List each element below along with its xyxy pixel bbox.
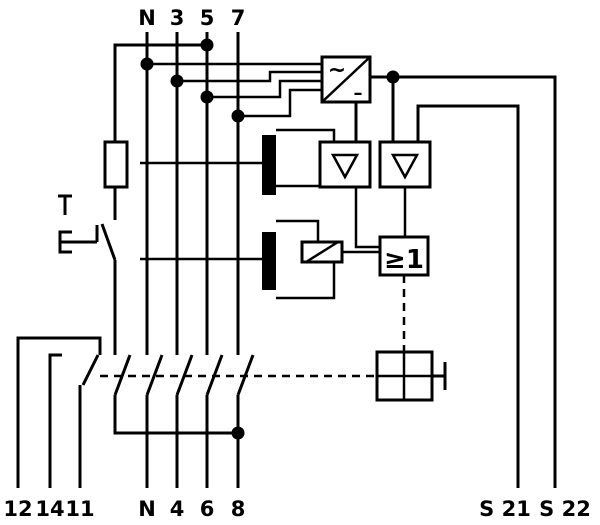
s21-signal-line	[416, 104, 520, 488]
converter-ac-symbol: ~	[328, 58, 346, 83]
terminal-top-3: 3	[170, 6, 185, 30]
terminal-bottom-4: 4	[170, 497, 185, 521]
terminal-bottom-14: 14	[35, 497, 64, 521]
terminal-bottom-s21: S 21	[479, 497, 531, 521]
terminal-top-5: 5	[200, 6, 215, 30]
amplifier-icon	[390, 153, 420, 180]
terminal-bottom-6: 6	[200, 497, 215, 521]
tripping-mechanism-icon	[375, 350, 447, 402]
terminal-bottom-s22: S 22	[539, 497, 591, 521]
amplifier-outputs	[354, 187, 407, 249]
current-transformer-icon	[262, 232, 276, 290]
or-gate: ≥1	[378, 235, 430, 277]
test-button-icon[interactable]	[58, 194, 117, 355]
dc-output-line	[354, 75, 557, 488]
junction-dot	[386, 70, 400, 84]
terminal-bottom-12: 12	[3, 497, 32, 521]
terminal-bottom-11: 11	[65, 497, 94, 521]
test-resistor	[103, 140, 129, 189]
amplifier-2	[378, 140, 432, 189]
terminal-bottom-8: 8	[231, 497, 246, 521]
current-transformer-icon	[262, 135, 276, 195]
junction-dot	[231, 426, 245, 440]
junction-dot	[170, 74, 184, 88]
amplifier-1	[318, 140, 372, 189]
auxiliary-contact	[16, 336, 102, 488]
current-transformer-2	[140, 219, 380, 300]
main-conductors-lower	[113, 395, 240, 488]
ac-dc-converter: ~ –	[320, 55, 372, 104]
converter-dc-symbol: –	[354, 83, 363, 104]
terminal-top-7: 7	[231, 6, 246, 30]
junction-dot	[140, 57, 154, 71]
test-resistor-branch	[103, 43, 207, 220]
junction-dot	[200, 38, 214, 52]
terminal-bottom-n: N	[138, 497, 156, 521]
terminal-top-n: N	[138, 6, 156, 30]
or-gate-label: ≥1	[384, 245, 424, 275]
amplifier-icon	[330, 153, 360, 180]
converter-feed-lines	[147, 62, 322, 118]
junction-dot	[200, 90, 214, 104]
junction-dot	[231, 109, 245, 123]
